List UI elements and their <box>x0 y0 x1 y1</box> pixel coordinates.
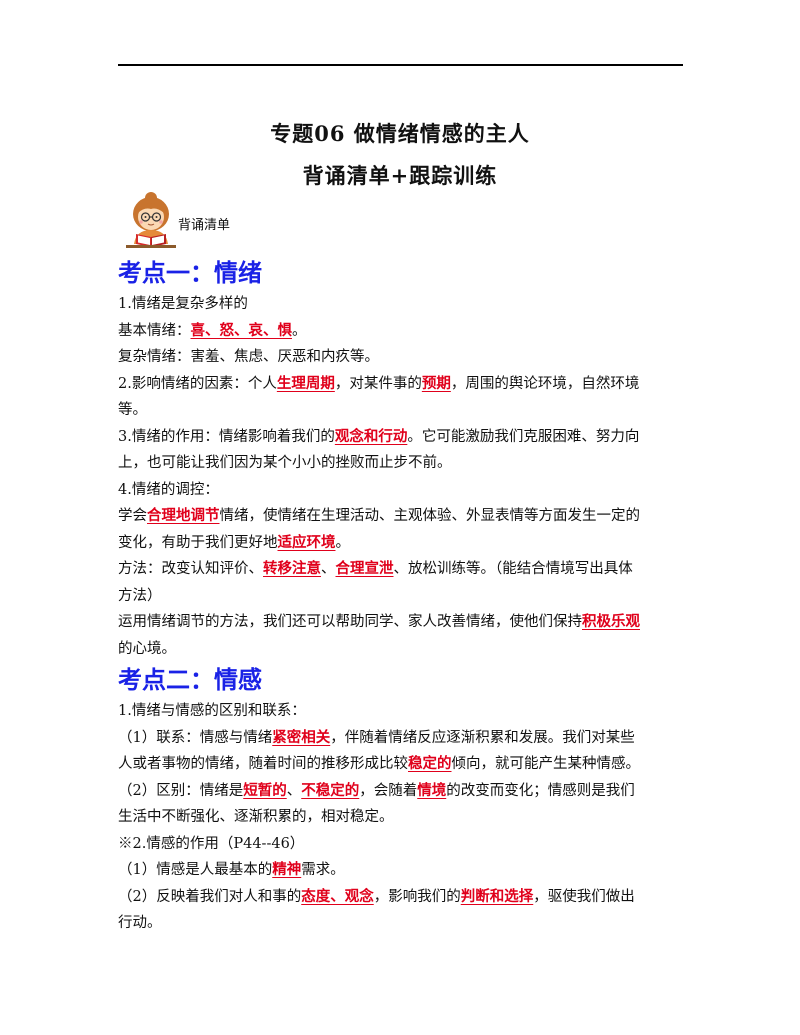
text-segment: 需求。 <box>301 862 345 878</box>
girl-reading-book-icon <box>126 192 176 248</box>
text-segment: 基本情绪： <box>118 322 191 339</box>
text-line: 基本情绪：喜、怒、哀、惧。 <box>118 318 684 345</box>
text-segment: 、 <box>286 782 302 799</box>
text-line: 变化，有助于我们更好地适应环境。 <box>118 530 684 557</box>
key-term: 短暂的 <box>243 781 287 799</box>
text-segment: （2）区别：情绪是 <box>118 782 244 799</box>
text-segment: 方法） <box>118 587 162 604</box>
key-term: 合理地调节 <box>147 507 220 524</box>
text-segment: ，周围的舆论环境，自然环境 <box>450 375 640 392</box>
text-line: 的心境。 <box>118 636 684 663</box>
text-line: （1）联系：情感与情绪紧密相关，伴随着情绪反应逐渐积累和发展。我们对某些 <box>118 725 684 752</box>
text-line: 2.影响情绪的因素：个人生理周期，对某件事的预期，周围的舆论环境，自然环境 <box>118 371 684 398</box>
key-term: 态度、观念 <box>301 887 374 905</box>
text-segment: 行动。 <box>118 915 162 931</box>
text-line: 上，也可能让我们因为某个小小的挫败而止步不前。 <box>118 450 684 477</box>
key-term: 判断和选择 <box>460 887 534 905</box>
text-line: 学会合理地调节情绪，使情绪在生理活动、主观体验、外显表情等方面发生一定的 <box>118 503 684 530</box>
text-segment: 情绪，使情绪在生理活动、主观体验、外显表情等方面发生一定的 <box>219 508 641 524</box>
text-line: （1）情感是人最基本的精神需求。 <box>118 857 684 884</box>
key-term: 转移注意 <box>263 560 321 577</box>
badge-label: 背诵清单 <box>178 218 231 233</box>
document-title: 专题06 做情绪情感的主人 <box>270 121 530 146</box>
key-term: 紧密相关 <box>272 728 331 746</box>
text-line: 生活中不断强化、逐渐积累的，相对稳定。 <box>118 804 684 831</box>
text-segment: 3.情绪的作用：情绪影响着我们的 <box>118 428 335 445</box>
text-segment: 1.情绪是复杂多样的 <box>118 296 248 312</box>
key-term: 不稳定的 <box>301 781 360 799</box>
text-segment: 复杂情绪：害羞、焦虑、厌恶和内疚等。 <box>118 349 379 365</box>
key-term: 生理周期 <box>276 374 335 392</box>
text-line: 1.情绪与情感的区别和联系： <box>118 698 684 725</box>
key-term: 观念和行动 <box>334 427 408 445</box>
text-segment: 上，也可能让我们因为某个小小的挫败而止步不前。 <box>118 455 452 471</box>
text-line: （2）反映着我们对人和事的态度、观念，影响我们的判断和选择，驱使我们做出 <box>118 884 684 911</box>
text-line: 方法） <box>118 583 684 610</box>
text-line: 1.情绪是复杂多样的 <box>118 291 684 318</box>
text-segment: 倾向，就可能产生某种情感。 <box>451 756 641 772</box>
text-line: 3.情绪的作用：情绪影响着我们的观念和行动。它可能激励我们克服困难、努力向 <box>118 424 684 451</box>
text-segment: 人或者事物的情绪，随着时间的推移形成比较 <box>118 756 408 772</box>
text-segment: 2.影响情绪的因素：个人 <box>118 375 277 392</box>
text-segment: （1）情感是人最基本的 <box>118 862 273 878</box>
text-segment: ，驱使我们做出 <box>533 888 635 905</box>
key-term: 喜、怒、哀、惧 <box>190 321 293 339</box>
key-term: 精神 <box>272 861 302 878</box>
text-segment: （2）反映着我们对人和事的 <box>118 888 302 905</box>
text-segment: ，会随着 <box>359 782 418 799</box>
text-segment: ※2.情感的作用（P44--46） <box>118 835 305 852</box>
text-segment: 生活中不断强化、逐渐积累的，相对稳定。 <box>118 809 394 825</box>
section-heading: 考点一：情绪 <box>118 259 262 287</box>
key-term: 积极乐观 <box>582 613 640 630</box>
key-term: 预期 <box>421 374 451 392</box>
text-segment: 变化，有助于我们更好地 <box>118 534 278 551</box>
text-line: 4.情绪的调控： <box>118 477 684 504</box>
text-segment: （1）联系：情感与情绪 <box>118 729 273 746</box>
text-segment: ，影响我们的 <box>373 888 461 905</box>
key-term: 稳定的 <box>408 755 452 772</box>
text-segment: 的心境。 <box>118 640 176 657</box>
text-line: 运用情绪调节的方法，我们还可以帮助同学、家人改善情绪，使他们保持积极乐观 <box>118 609 684 636</box>
text-line: 等。 <box>118 397 684 424</box>
key-term: 合理宣泄 <box>335 560 394 577</box>
text-segment: 的改变而变化；情感则是我们 <box>446 782 635 799</box>
document-subtitle: 背诵清单+跟踪训练 <box>302 163 498 188</box>
text-segment: 方法：改变认知评价、 <box>118 561 263 577</box>
text-segment: 、 <box>321 561 336 577</box>
text-line: 复杂情绪：害羞、焦虑、厌恶和内疚等。 <box>118 344 684 371</box>
text-line: 人或者事物的情绪，随着时间的推移形成比较稳定的倾向，就可能产生某种情感。 <box>118 751 684 778</box>
text-segment: 学会 <box>118 508 147 524</box>
text-segment: 。 <box>292 322 307 339</box>
text-segment: 4.情绪的调控： <box>118 481 219 498</box>
top-rule <box>118 64 683 66</box>
key-term: 适应环境 <box>277 533 336 551</box>
text-segment: 运用情绪调节的方法，我们还可以帮助同学、家人改善情绪，使他们保持 <box>118 614 582 630</box>
text-segment: 。 <box>335 534 351 551</box>
text-line: 方法：改变认知评价、转移注意、合理宣泄、放松训练等。（能结合情境写出具体 <box>118 556 684 583</box>
text-line: ※2.情感的作用（P44--46） <box>118 831 684 858</box>
section-heading: 考点二：情感 <box>118 666 262 694</box>
text-line: 行动。 <box>118 910 684 937</box>
text-line: （2）区别：情绪是短暂的、不稳定的，会随着情境的改变而变化；情感则是我们 <box>118 778 684 805</box>
text-segment: ，对某件事的 <box>334 375 422 392</box>
text-segment: 等。 <box>118 402 147 418</box>
text-segment: 、放松训练等。（能结合情境写出具体 <box>393 561 633 577</box>
text-segment: 1.情绪与情感的区别和联系： <box>118 703 306 719</box>
text-segment: ，伴随着情绪反应逐渐积累和发展。我们对某些 <box>330 729 635 746</box>
key-term: 情境 <box>417 781 447 799</box>
text-segment: 。它可能激励我们克服困难、努力向 <box>407 428 640 445</box>
